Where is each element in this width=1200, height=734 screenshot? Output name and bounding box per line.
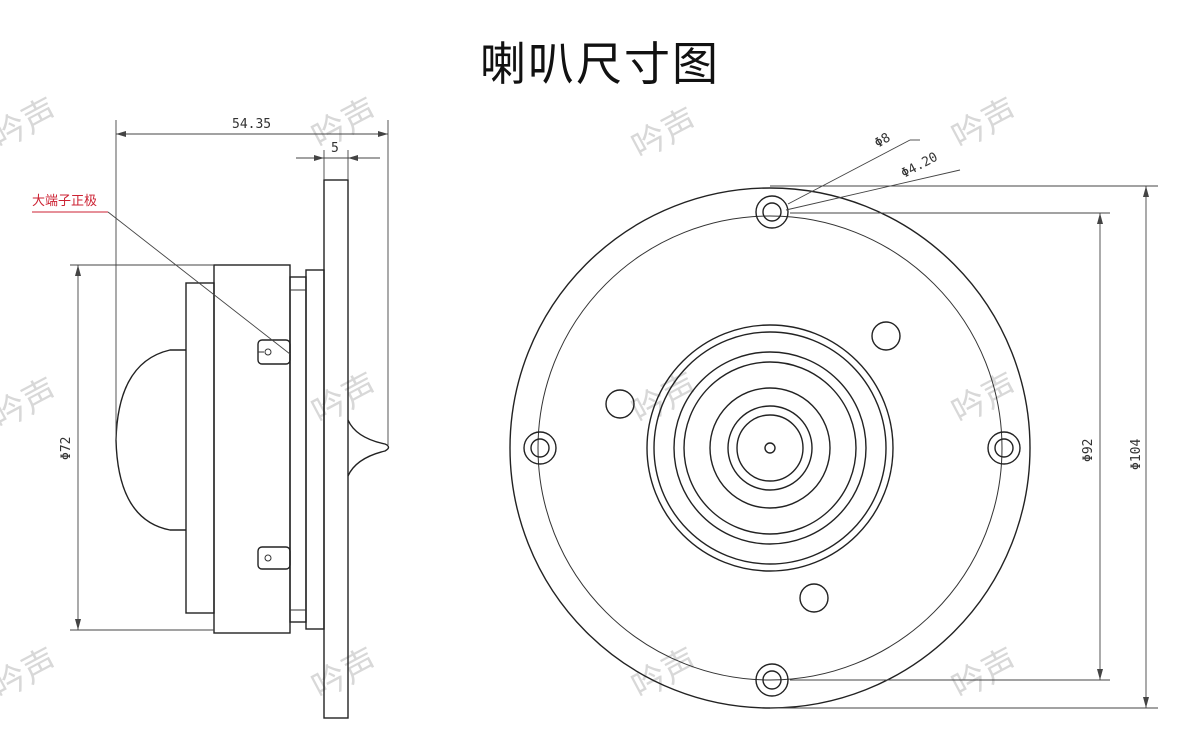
center-ring-4 — [683, 361, 857, 535]
watermark: 吟声 — [945, 641, 1024, 708]
terminal-top — [257, 339, 291, 365]
dim-54-35: 54.35 — [232, 117, 271, 132]
watermark: 吟声 — [0, 371, 64, 438]
watermark: 吟声 — [625, 101, 704, 168]
mount-hole-top — [755, 195, 789, 229]
aux-hole-lower — [799, 583, 829, 613]
dim-bolt-circle: Φ92 — [790, 212, 1110, 681]
dim-overall-depth: 54.35 — [115, 117, 389, 445]
dome-outline — [115, 349, 186, 531]
center-ring-7 — [736, 414, 804, 482]
watermark: 吟声 — [0, 641, 64, 708]
watermark: 吟声 — [945, 366, 1024, 433]
front-view: Φ8 Φ4.20 Φ92 Φ104 — [509, 130, 1158, 709]
rear-block — [289, 276, 307, 623]
mount-hole-bottom — [755, 663, 789, 697]
center-ring-6 — [727, 405, 813, 491]
flange — [323, 179, 349, 719]
outer-rim — [509, 187, 1031, 709]
mount-hole-left — [523, 431, 557, 465]
dim-phi-4-20: Φ4.20 — [899, 150, 941, 182]
rear-plate — [305, 269, 325, 630]
center-ring-1 — [646, 324, 894, 572]
page-title: 喇叭尺寸图 — [480, 37, 720, 91]
dim-hole-callouts: Φ8 Φ4.20 — [785, 130, 961, 211]
watermarks: 吟声 吟声 吟声 吟声 吟声 吟声 吟声 吟声 吟声 吟声 吟声 吟声 — [0, 91, 1024, 708]
terminal-positive-label: 大端子正极 — [32, 194, 97, 209]
watermark: 吟声 — [305, 641, 384, 708]
center-ring-5 — [709, 387, 831, 509]
aux-hole-left — [605, 389, 635, 419]
body-main — [213, 264, 291, 634]
flange-nub — [347, 419, 390, 477]
dim-body-diameter: Φ72 — [59, 264, 214, 631]
center-pin — [764, 442, 776, 454]
watermark: 吟声 — [0, 91, 64, 158]
terminal-bottom — [257, 546, 291, 570]
dim-phi-72: Φ72 — [59, 437, 74, 460]
aux-hole-upper-right — [871, 321, 901, 351]
dim-phi-8: Φ8 — [872, 130, 893, 151]
body-front-ring — [185, 282, 215, 614]
dim-5: 5 — [331, 141, 339, 156]
dim-outer-diameter: Φ104 — [770, 185, 1158, 709]
watermark: 吟声 — [945, 91, 1024, 158]
dim-flange-thickness: 5 — [296, 141, 380, 180]
side-view: 54.35 5 Φ72 大端子正极 — [32, 117, 390, 719]
watermark: 吟声 — [305, 91, 384, 158]
center-ring-2 — [653, 331, 887, 565]
dim-phi-104: Φ104 — [1129, 439, 1144, 470]
watermark: 吟声 — [625, 641, 704, 708]
dim-phi-92: Φ92 — [1081, 439, 1096, 462]
mount-hole-right — [987, 431, 1021, 465]
watermark: 吟声 — [305, 366, 384, 433]
terminal-label-group: 大端子正极 — [32, 194, 291, 355]
bolt-circle — [537, 215, 1003, 681]
center-ring-3 — [673, 351, 867, 545]
